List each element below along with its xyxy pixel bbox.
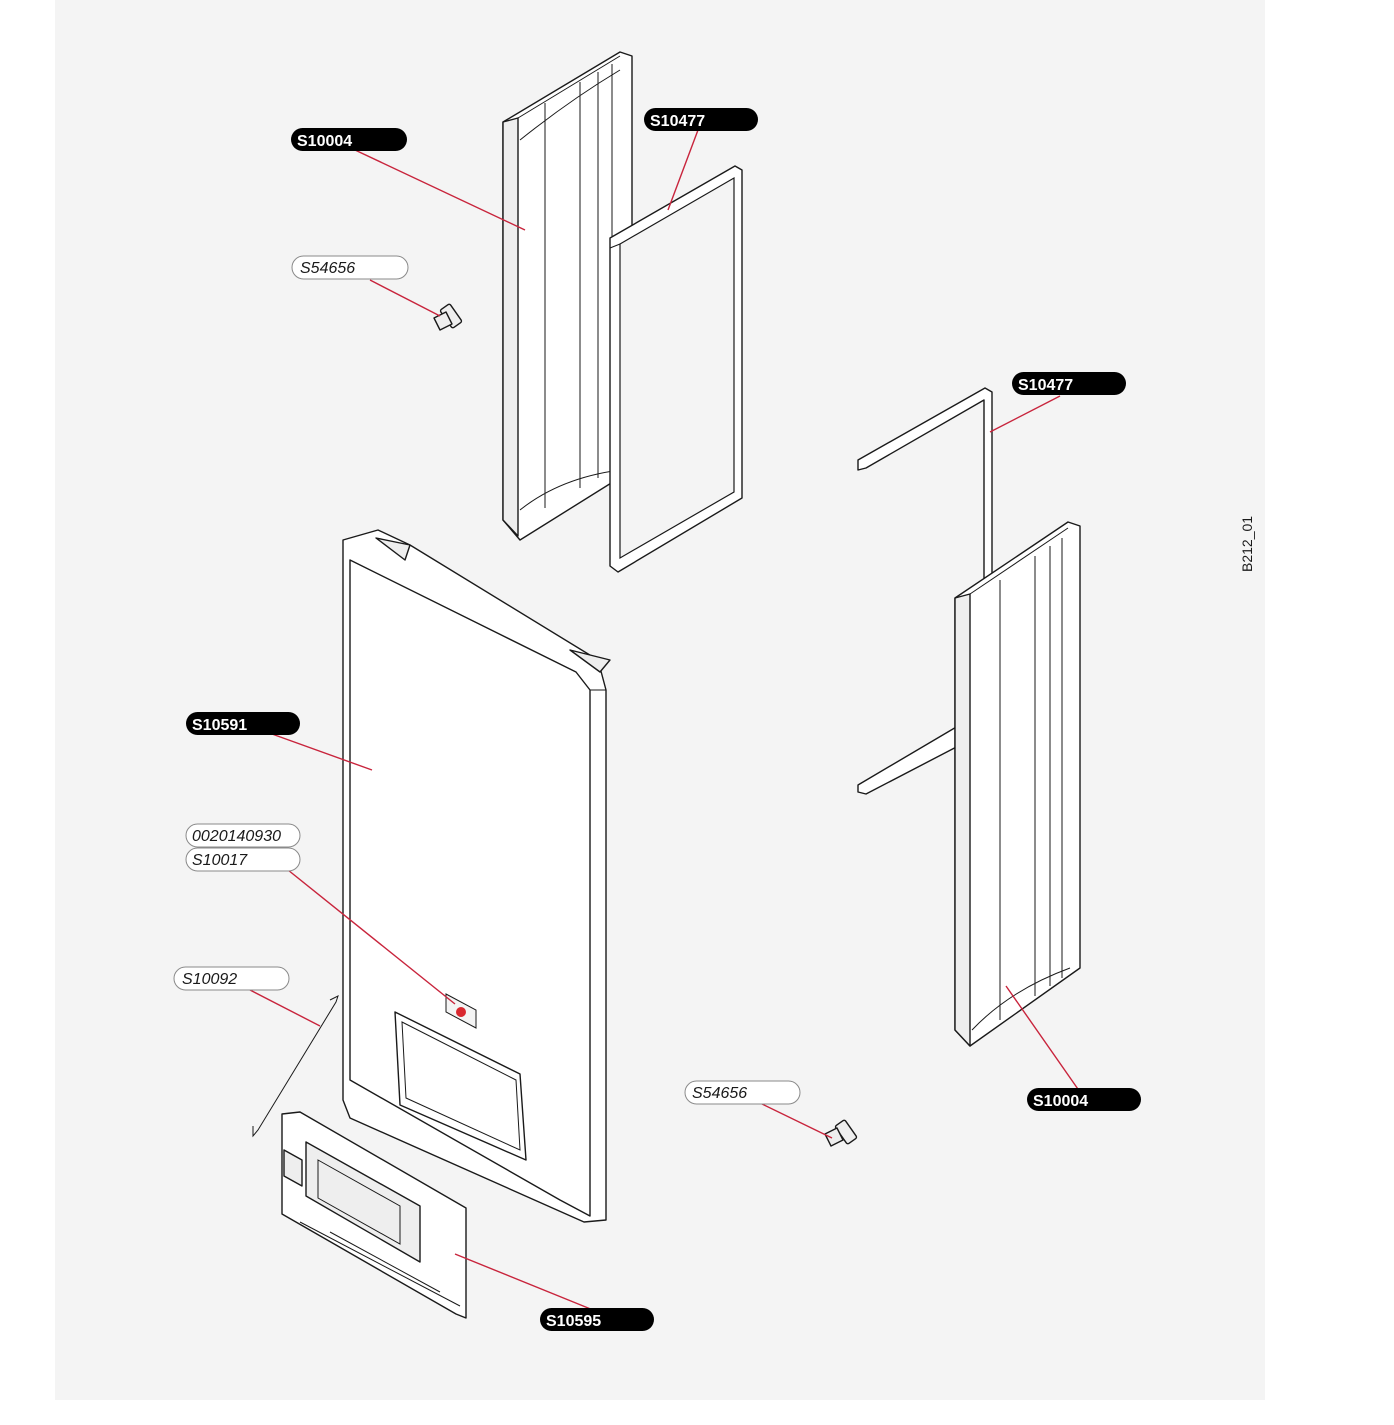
label-front-panel-text: S10591 (192, 717, 247, 734)
leader-lines (249, 129, 1081, 1313)
label-top-seal-text: S10477 (650, 113, 705, 130)
side-panel-right (954, 521, 1081, 1047)
badge-flame-icon (456, 1007, 466, 1017)
label-front-panel: S10591 (186, 712, 300, 735)
label-control-panel-text: S10595 (546, 1313, 601, 1330)
leader-badge (287, 869, 456, 1005)
label-clip: S10092 (173, 966, 290, 991)
label-right-seal-text: S10477 (1018, 377, 1073, 394)
leader-top-screw (369, 279, 441, 317)
label-bottom-screw: S54656 (684, 1080, 801, 1105)
label-badge-code-2-text: S10017 (192, 852, 248, 869)
front-casing-panel (342, 529, 611, 1223)
leader-control-panel (454, 1253, 599, 1313)
label-top-screw-text: S54656 (300, 260, 355, 277)
leader-right-seal (989, 395, 1061, 433)
label-badge-code-2: S10017 (185, 847, 301, 872)
label-top-panel-text: S10004 (297, 133, 352, 150)
label-top-seal: S10477 (644, 108, 758, 131)
label-right-panel-text: S10004 (1033, 1093, 1088, 1110)
label-bottom-screw-text: S54656 (692, 1085, 747, 1102)
label-badge-code-1-text: 0020140930 (192, 828, 281, 845)
leader-bottom-screw (759, 1102, 833, 1139)
control-panel (281, 1111, 467, 1319)
label-badge-code-1: 0020140930 (185, 823, 301, 848)
label-control-panel: S10595 (540, 1308, 654, 1331)
screw-bottom (824, 1119, 858, 1147)
leader-clip (249, 989, 321, 1027)
label-right-seal: S10477 (1012, 372, 1126, 395)
leader-right-panel (1005, 985, 1081, 1093)
drawing-code: B212_01 (1239, 516, 1255, 572)
clip-wire (252, 995, 339, 1138)
label-right-panel: S10004 (1027, 1088, 1141, 1111)
leader-top-panel (354, 149, 526, 231)
label-top-screw: S54656 (291, 255, 409, 280)
label-top-panel: S10004 (291, 128, 407, 151)
seal-frame-top (609, 165, 743, 573)
leader-front-panel (271, 733, 373, 771)
label-clip-text: S10092 (182, 971, 237, 988)
leader-top-seal (667, 129, 699, 211)
screw-top (433, 303, 463, 331)
